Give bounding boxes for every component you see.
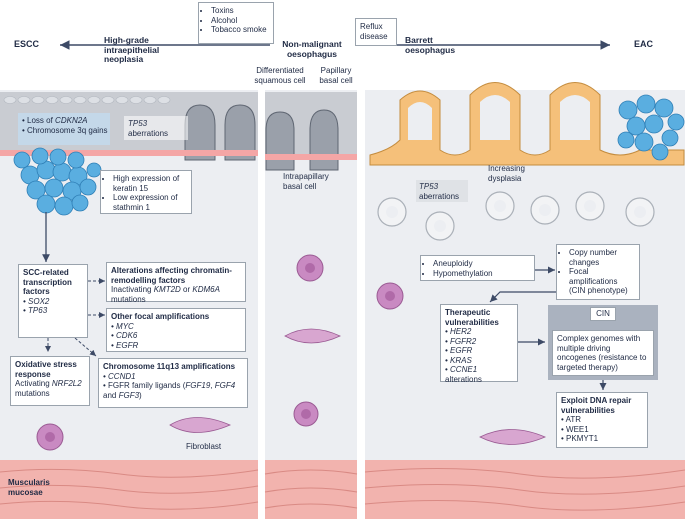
- stathmin-item: Low expression of stathmin 1: [113, 193, 187, 212]
- scc-box: SCC-related transcription factors • SOX2…: [18, 264, 88, 338]
- copy-number-item: Copy number changes: [569, 248, 635, 267]
- high-grade-label: High-grade intraepithelial neoplasia: [104, 35, 160, 64]
- aneuploidy-box: Aneuploidy Hypomethylation: [420, 255, 535, 281]
- chromatin-box: Alterations affecting chromatin-remodell…: [106, 262, 246, 304]
- fibroblasts: [169, 328, 547, 445]
- keratin-box: High expression of keratin 15 Low expres…: [100, 170, 192, 214]
- eac-label: EAC: [634, 39, 654, 49]
- intrapapillary-label: Intrapapillary basal cell: [283, 172, 329, 191]
- cin-label: CIN: [590, 307, 616, 321]
- toxins-item: Toxins: [211, 6, 269, 16]
- tumour-cluster-eac: [617, 94, 685, 161]
- papillary-cell-label: Papillary basal cell: [319, 66, 353, 85]
- fibroblast-label: Fibroblast: [186, 442, 222, 451]
- complex-genomes-box: Complex genomes with multiple driving on…: [552, 330, 654, 376]
- muscularis-label: Muscularis mucosae: [8, 478, 50, 497]
- tp53-right-label: TP53 aberrations: [416, 180, 468, 202]
- toxins-box: Toxins Alcohol Tobacco smoke: [198, 2, 274, 44]
- therapeutic-box: Therapeutic vulnerabilities • HER2 • FGF…: [440, 304, 518, 384]
- aneuploidy-item: Aneuploidy: [433, 259, 530, 269]
- keratin-item: High expression of keratin 15: [113, 174, 187, 193]
- tobacco-item: Tobacco smoke: [211, 25, 269, 35]
- escc-label: ESCC: [14, 39, 40, 49]
- oxidative-box: Oxidative stress response Activating NRF…: [10, 356, 90, 406]
- tumour-cluster-escc: [13, 147, 102, 216]
- non-malignant-label: Non-malignant oesophagus: [282, 39, 342, 59]
- focal-box: Other focal amplifications • MYC • CDK6 …: [106, 308, 246, 352]
- cdkn2a-list: • Loss of CDKN2A • Chromosome 3q gains: [22, 116, 108, 135]
- barrett-label: Barrett oesophagus: [405, 35, 456, 55]
- hypomethylation-item: Hypomethylation: [433, 269, 530, 279]
- barrett-glands: [369, 82, 685, 166]
- reflux-box: Reflux disease: [355, 18, 397, 46]
- exploit-box: Exploit DNA repair vulnerabilities • ATR…: [556, 392, 648, 448]
- chromosome11-box: Chromosome 11q13 amplifications • CCND1 …: [98, 358, 248, 408]
- focal-amplification-item: Focal amplifications (CIN phenotype): [569, 267, 635, 296]
- alcohol-item: Alcohol: [211, 16, 269, 26]
- tp53-left-label: TP53 aberrations: [124, 116, 188, 140]
- differentiated-cell-label: Differentiated squamous cell: [254, 66, 306, 85]
- increasing-dysplasia-label: Increasing dysplasia: [488, 164, 525, 183]
- copy-number-box: Copy number changes Focal amplifications…: [556, 244, 640, 300]
